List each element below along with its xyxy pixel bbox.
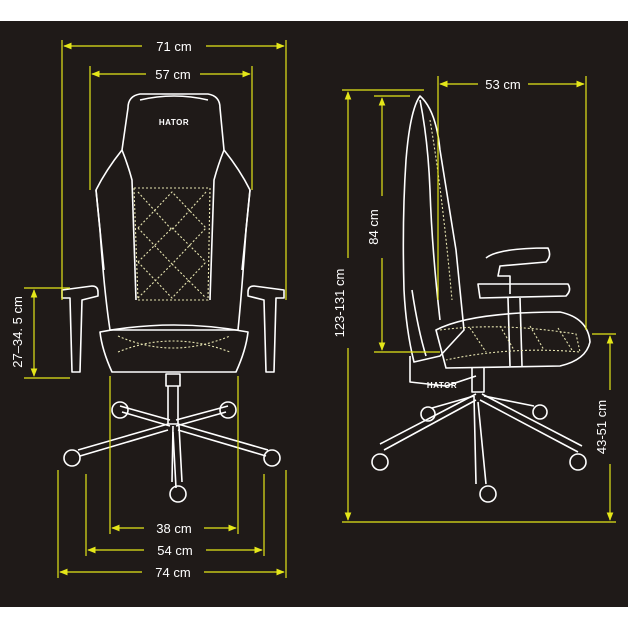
side-armrest bbox=[485, 247, 551, 294]
side-chair bbox=[371, 95, 591, 503]
front-backrest-width-label: 57 cm bbox=[155, 67, 190, 82]
side-stitching bbox=[429, 119, 581, 361]
front-right-armrest bbox=[247, 285, 285, 373]
side-backrest bbox=[402, 95, 465, 363]
front-seat bbox=[99, 324, 249, 373]
front-base bbox=[79, 411, 267, 489]
front-stitching bbox=[117, 187, 231, 353]
side-seat bbox=[435, 311, 591, 369]
chair-dimensions-diagram: HATOR 71 cm 57 cm 27–34. 5 cm 38 cm 54 c… bbox=[10, 39, 616, 580]
side-total-height-label: 123-131 cm bbox=[332, 269, 347, 338]
front-armrest-height-label: 27–34. 5 cm bbox=[10, 296, 25, 368]
front-wheelbase-inner-label: 54 cm bbox=[157, 543, 192, 558]
front-chair bbox=[61, 93, 285, 503]
front-seat-width-label: 38 cm bbox=[156, 521, 191, 536]
front-wheelbase-width-label: 74 cm bbox=[155, 565, 190, 580]
front-dimension-lines bbox=[24, 40, 287, 578]
side-brand-logo: HATOR bbox=[427, 381, 457, 390]
side-backrest-height-label: 84 cm bbox=[366, 209, 381, 244]
front-brand-logo: HATOR bbox=[159, 118, 189, 127]
front-backrest-outline bbox=[95, 93, 251, 331]
diagram-canvas: HATOR 71 cm 57 cm 27–34. 5 cm 38 cm 54 c… bbox=[0, 21, 628, 607]
side-depth-label: 53 cm bbox=[485, 77, 520, 92]
front-overall-width-label: 71 cm bbox=[156, 39, 191, 54]
side-base bbox=[383, 395, 579, 485]
front-left-armrest bbox=[61, 285, 99, 373]
side-seat-height-label: 43-51 cm bbox=[594, 400, 609, 454]
side-dimension-lines bbox=[342, 76, 616, 523]
